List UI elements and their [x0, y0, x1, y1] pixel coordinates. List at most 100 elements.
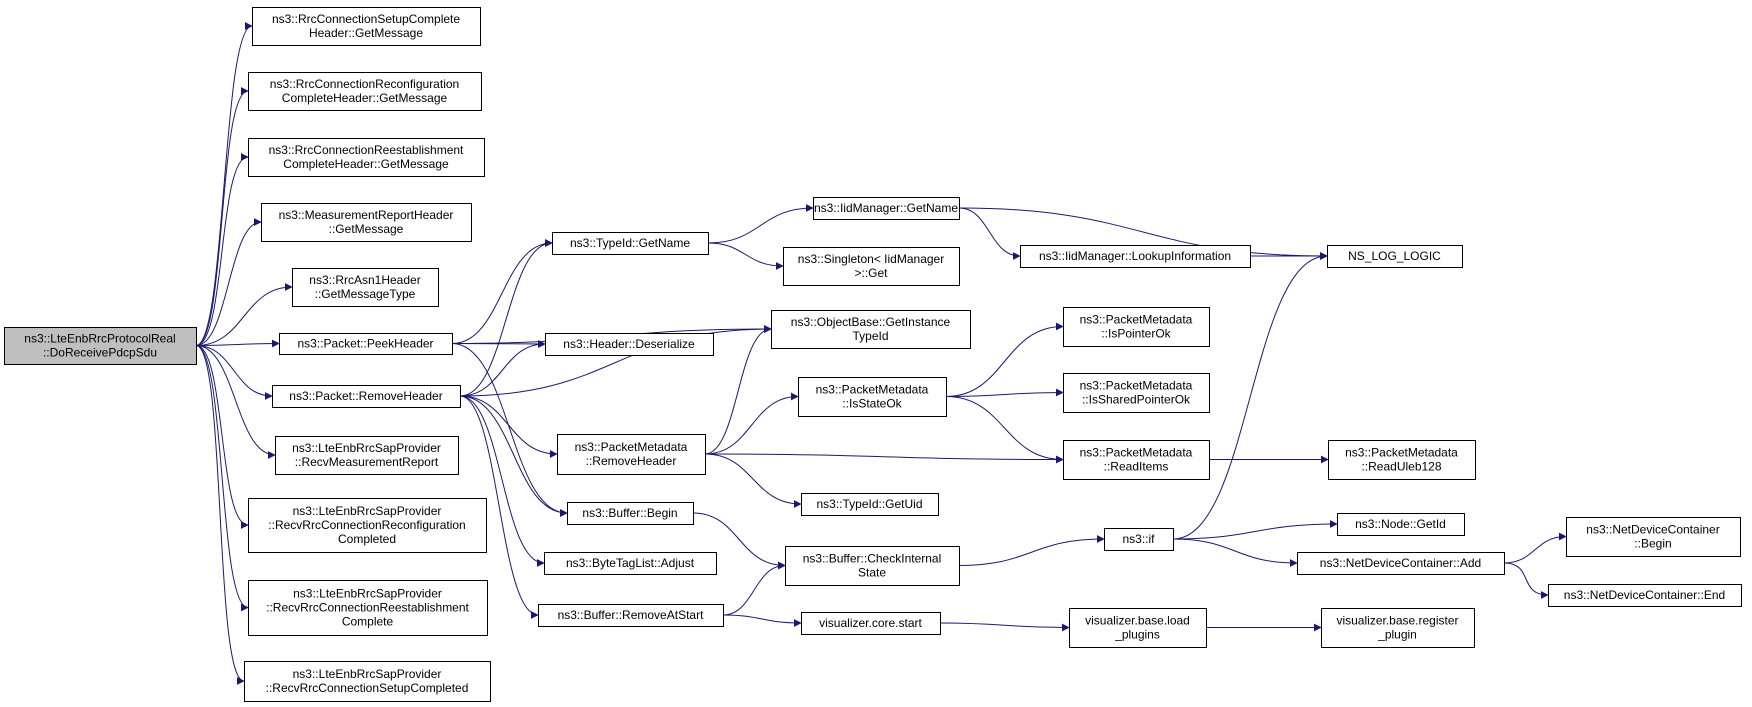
graph-node[interactable]: ns3::ByteTagList::Adjust	[544, 552, 717, 575]
graph-node[interactable]: visualizer.base.load_plugins	[1069, 608, 1207, 648]
node-box[interactable]	[292, 268, 439, 307]
graph-node[interactable]: visualizer.base.register_plugin	[1321, 608, 1475, 648]
node-box[interactable]	[567, 502, 694, 525]
node-box[interactable]	[248, 580, 488, 636]
node-box[interactable]	[783, 247, 960, 286]
graph-node[interactable]: ns3::Buffer::RemoveAtStart	[538, 604, 724, 627]
node-box[interactable]	[272, 385, 461, 408]
node-box[interactable]	[1321, 608, 1475, 648]
node-box[interactable]	[801, 612, 941, 635]
graph-node[interactable]: ns3::LteEnbRrcSapProvider::RecvRrcConnec…	[248, 580, 488, 636]
node-box[interactable]	[1548, 584, 1742, 607]
graph-node[interactable]: ns3::IidManager::LookupInformation	[1020, 245, 1251, 268]
graph-node[interactable]: ns3::MeasurementReportHeader::GetMessage	[261, 203, 472, 242]
node-label: _plugins	[1114, 628, 1160, 642]
call-edge	[195, 153, 249, 346]
node-label: ns3::Singleton< IidManager	[798, 252, 944, 266]
graph-node[interactable]: ns3::RrcConnectionSetupCompleteHeader::G…	[252, 7, 481, 46]
node-label: ::RecvRrcConnectionSetupCompleted	[266, 681, 469, 695]
node-box[interactable]	[771, 310, 971, 349]
node-box[interactable]	[248, 498, 487, 553]
graph-node[interactable]: ns3::Singleton< IidManager>::Get	[783, 247, 960, 286]
node-box[interactable]	[1297, 552, 1505, 575]
node-label: ns3::Buffer::RemoveAtStart	[558, 608, 705, 622]
node-label: NS_LOG_LOGIC	[1348, 249, 1441, 263]
node-box[interactable]	[557, 434, 706, 475]
graph-node[interactable]: ns3::IidManager::GetName	[813, 197, 960, 220]
call-edge	[459, 325, 772, 397]
graph-node[interactable]: ns3::Packet::RemoveHeader	[272, 385, 461, 408]
root-node[interactable]: ns3::LteEnbRrcProtocolReal::DoReceivePdc…	[4, 327, 197, 365]
graph-node[interactable]: ns3::PacketMetadata::ReadUleb128	[1328, 440, 1476, 480]
call-edge	[958, 207, 1021, 260]
graph-node[interactable]: ns3::if	[1104, 528, 1174, 551]
node-label: ::ReadItems	[1104, 460, 1169, 474]
node-box[interactable]	[785, 546, 960, 586]
graph-node[interactable]: ns3::PacketMetadata::ReadItems	[1063, 440, 1210, 480]
node-box[interactable]	[248, 138, 485, 177]
graph-node[interactable]: NS_LOG_LOGIC	[1327, 245, 1463, 268]
node-box[interactable]	[544, 552, 717, 575]
node-box[interactable]	[545, 333, 714, 356]
node-box[interactable]	[248, 72, 482, 111]
node-label: ns3::PacketMetadata	[575, 440, 688, 454]
graph-node[interactable]: ns3::PacketMetadata::IsSharedPointerOk	[1063, 373, 1210, 413]
graph-node[interactable]: ns3::Header::Deserialize	[545, 333, 714, 356]
call-edge	[704, 325, 772, 455]
node-box[interactable]	[252, 7, 481, 46]
node-box[interactable]	[4, 327, 197, 365]
node-box[interactable]	[1337, 513, 1465, 536]
node-box[interactable]	[1063, 440, 1210, 480]
call-edge	[722, 614, 802, 627]
node-label: ns3::if	[1122, 532, 1155, 546]
graph-node[interactable]: ns3::LteEnbRrcSapProvider::RecvRrcConnec…	[244, 661, 491, 702]
call-edge	[704, 453, 802, 508]
graph-node[interactable]: ns3::Node::GetId	[1337, 513, 1465, 536]
node-label: ns3::TypeId::GetName	[570, 236, 690, 250]
graph-node[interactable]: ns3::PacketMetadata::IsPointerOk	[1063, 307, 1210, 347]
graph-node[interactable]: ns3::Buffer::Begin	[567, 502, 694, 525]
graph-node[interactable]: ns3::LteEnbRrcSapProvider::RecvMeasureme…	[275, 436, 459, 475]
graph-node[interactable]: ns3::LteEnbRrcSapProvider::RecvRrcConnec…	[248, 498, 487, 553]
graph-node[interactable]: ns3::TypeId::GetUid	[801, 493, 939, 516]
node-label: CompleteHeader::GetMessage	[282, 91, 448, 105]
node-box[interactable]	[1566, 517, 1741, 557]
node-box[interactable]	[261, 203, 472, 242]
graph-node[interactable]: ns3::NetDeviceContainer::End	[1548, 584, 1742, 607]
graph-node[interactable]: ns3::PacketMetadata::RemoveHeader	[557, 434, 706, 475]
node-box[interactable]	[538, 604, 724, 627]
node-box[interactable]	[279, 333, 453, 355]
node-box[interactable]	[275, 436, 459, 475]
graph-node[interactable]: ns3::Packet::PeekHeader	[279, 333, 453, 355]
node-label: ns3::IidManager::GetName	[814, 201, 958, 215]
node-label: visualizer.core.start	[819, 616, 922, 630]
node-label: ns3::LteEnbRrcProtocolReal	[24, 332, 175, 346]
node-box[interactable]	[1020, 245, 1251, 268]
node-box[interactable]	[1327, 245, 1463, 268]
node-box[interactable]	[801, 493, 939, 516]
node-box[interactable]	[1069, 608, 1207, 648]
node-box[interactable]	[244, 661, 491, 702]
node-box[interactable]	[1063, 373, 1210, 413]
node-label: ns3::ByteTagList::Adjust	[566, 556, 695, 570]
graph-node[interactable]: ns3::NetDeviceContainer::Begin	[1566, 517, 1741, 557]
graph-node[interactable]: ns3::RrcAsn1Header::GetMessageType	[292, 268, 439, 307]
graph-node[interactable]: ns3::PacketMetadata::IsStateOk	[798, 377, 947, 417]
graph-node[interactable]: ns3::NetDeviceContainer::Add	[1297, 552, 1505, 575]
node-box[interactable]	[1328, 440, 1476, 480]
call-edge	[459, 395, 558, 458]
graph-node[interactable]: ns3::RrcConnectionReestablishmentComplet…	[248, 138, 485, 177]
node-box[interactable]	[552, 232, 709, 255]
node-box[interactable]	[798, 377, 947, 417]
node-box[interactable]	[1104, 528, 1174, 551]
graph-node[interactable]: ns3::TypeId::GetName	[552, 232, 709, 255]
graph-node[interactable]: ns3::RrcConnectionReconfigurationComplet…	[248, 72, 482, 111]
node-box[interactable]	[1063, 307, 1210, 347]
graph-node[interactable]: visualizer.core.start	[801, 612, 941, 635]
node-label: ::RecvRrcConnectionReconfiguration	[268, 518, 465, 532]
node-label: CompleteHeader::GetMessage	[283, 157, 449, 171]
node-box[interactable]	[813, 197, 960, 220]
